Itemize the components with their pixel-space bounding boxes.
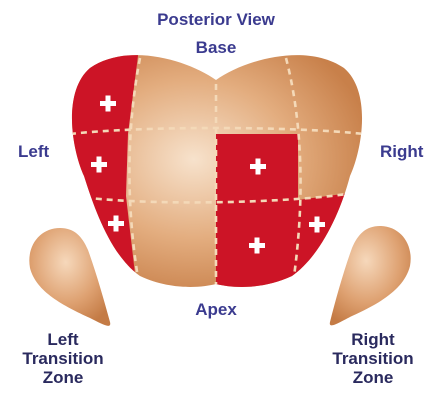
right-transition-zone-label: Right Transition Zone xyxy=(318,330,428,387)
left-tz-line-3: Zone xyxy=(8,368,118,387)
right-tz-line-2: Transition xyxy=(318,349,428,368)
left-tz-line-2: Transition xyxy=(8,349,118,368)
base-label: Base xyxy=(0,38,432,57)
right-tz-line-1: Right xyxy=(318,330,428,349)
zone-right-medial-apex xyxy=(216,210,298,300)
apex-label: Apex xyxy=(0,300,432,319)
diagram-title: Posterior View xyxy=(0,10,432,29)
right-tz-line-3: Zone xyxy=(318,368,428,387)
left-tz-line-1: Left xyxy=(8,330,118,349)
left-label: Left xyxy=(18,142,49,161)
left-transition-zone-label: Left Transition Zone xyxy=(8,330,118,387)
right-label: Right xyxy=(380,142,423,161)
